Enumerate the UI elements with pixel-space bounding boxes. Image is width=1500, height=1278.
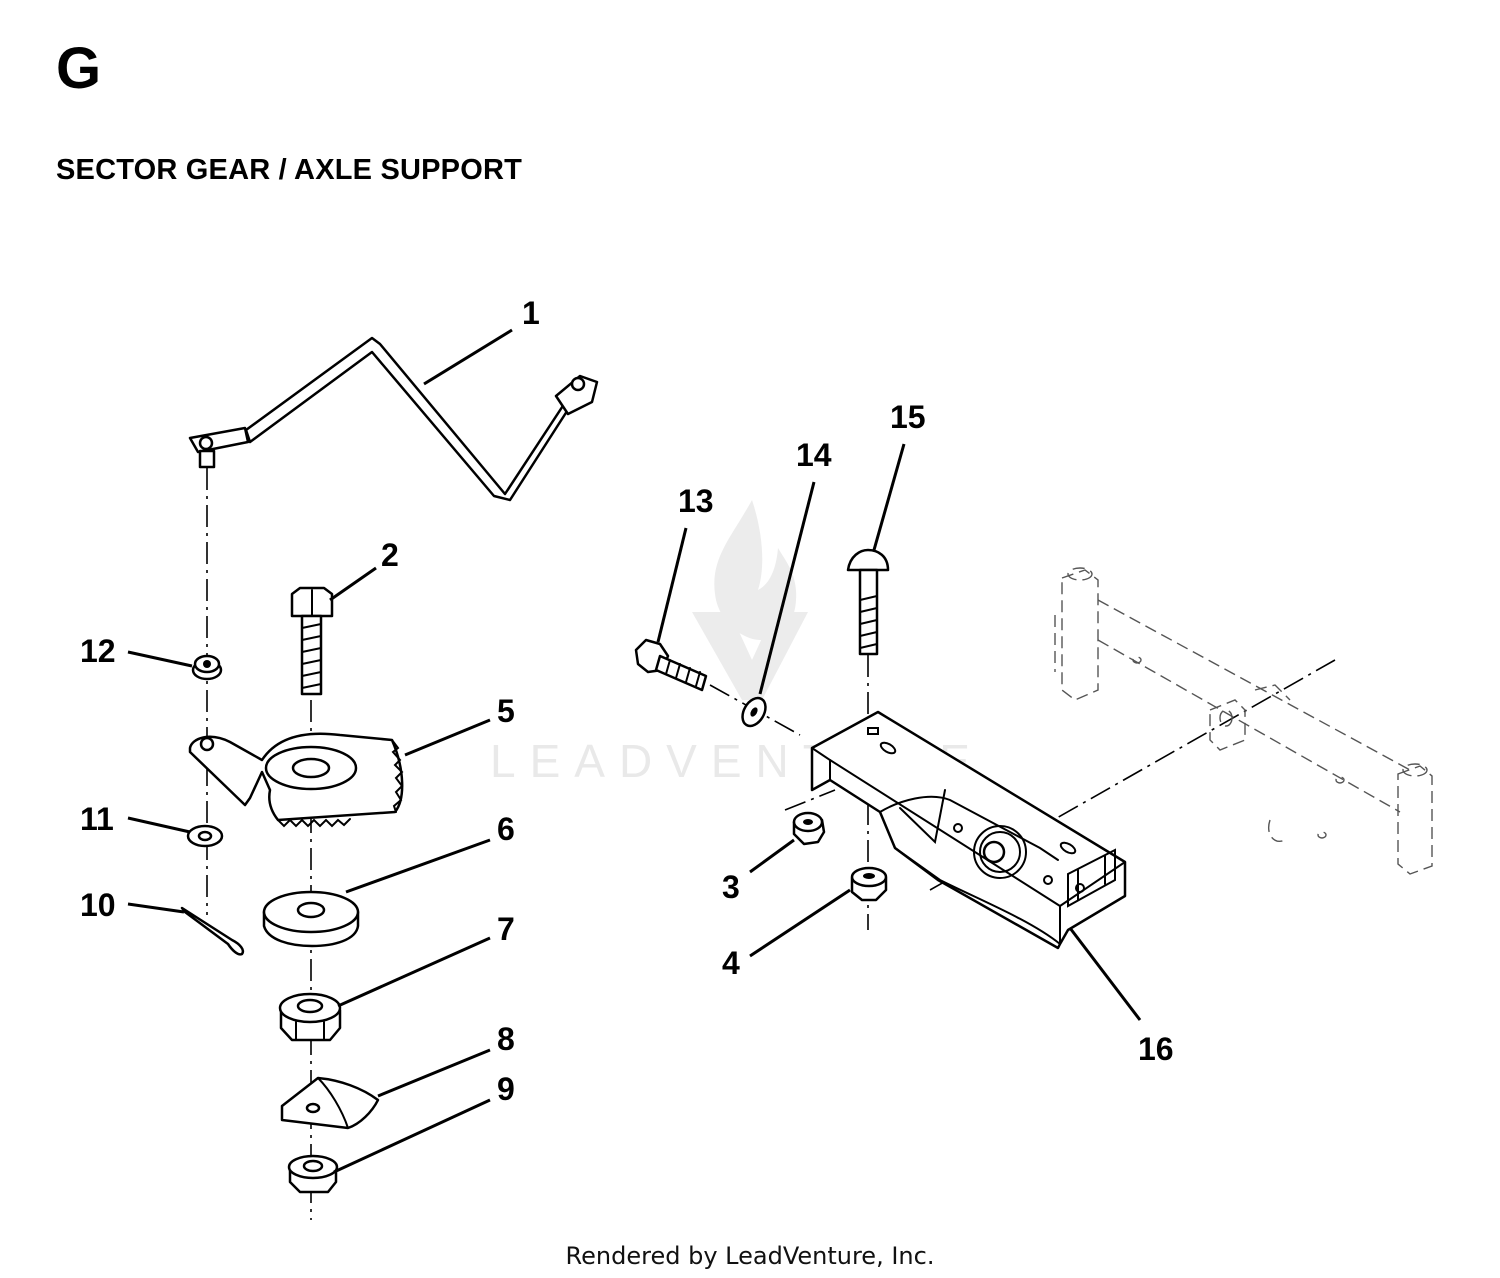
part-8-clip[interactable] [280,1076,380,1130]
leader-15 [872,443,906,551]
part-5-sector-gear[interactable] [188,732,404,828]
part-16-axle-support[interactable] [810,710,1127,950]
part-13-hex-bolt[interactable] [634,638,708,692]
watermark-flame-icon [714,500,797,640]
callout-8: 8 [497,1021,515,1057]
callout-16: 16 [1138,1031,1174,1067]
callout-15: 15 [890,399,926,435]
leader-12 [127,650,193,668]
part-11-washer[interactable] [186,824,224,848]
leader-13 [656,527,688,643]
part-12-flange-nut[interactable] [191,654,223,681]
section-title: SECTOR GEAR / AXLE SUPPORT [56,154,523,186]
callout-1: 1 [522,295,540,331]
callout-4: 4 [722,945,740,981]
leader-14 [758,481,816,695]
part-7-hex-nut[interactable] [278,992,342,1042]
callout-9: 9 [497,1071,515,1107]
leader-5 [404,718,491,757]
leader-6 [345,838,491,894]
watermark-v-icon [692,612,808,700]
leader-7 [337,936,491,1008]
callout-13: 13 [678,483,714,519]
leader-8 [377,1048,491,1098]
leader-lines [127,328,1142,1174]
leader-2 [329,566,377,602]
part-6-washer[interactable] [262,890,360,948]
part-3-nut[interactable] [792,811,826,846]
part-9-hex-nut[interactable] [287,1154,339,1194]
part-2-hex-bolt[interactable] [290,586,334,696]
leader-1 [423,328,513,386]
part-1-drag-link[interactable] [188,336,599,502]
part-10-cotter-pin[interactable] [180,906,245,956]
callout-6: 6 [497,811,515,847]
part-15-carriage-bolt[interactable] [846,548,890,656]
leader-9 [333,1098,491,1174]
leader-16 [1068,927,1142,1021]
callout-10: 10 [80,887,116,923]
leader-11 [127,816,191,834]
leader-10 [127,902,185,914]
leader-3 [749,838,795,874]
section-letter: G [56,36,102,101]
callout-2: 2 [381,537,399,573]
callout-labels: 1 2 3 4 5 6 7 8 9 10 11 12 13 14 15 16 [80,295,1174,1107]
callout-7: 7 [497,911,515,947]
axis-nut-3 [784,789,836,811]
callout-5: 5 [497,693,515,729]
leader-4 [749,888,851,958]
callout-11: 11 [80,801,114,837]
callout-12: 12 [80,633,116,669]
phantom-front-axle [1054,567,1433,875]
part-14-washer[interactable] [738,694,770,730]
callout-14: 14 [796,437,832,473]
part-4-nut[interactable] [850,866,888,902]
callout-3: 3 [722,869,740,905]
footer-credit: Rendered by LeadVenture, Inc. [565,1242,935,1270]
